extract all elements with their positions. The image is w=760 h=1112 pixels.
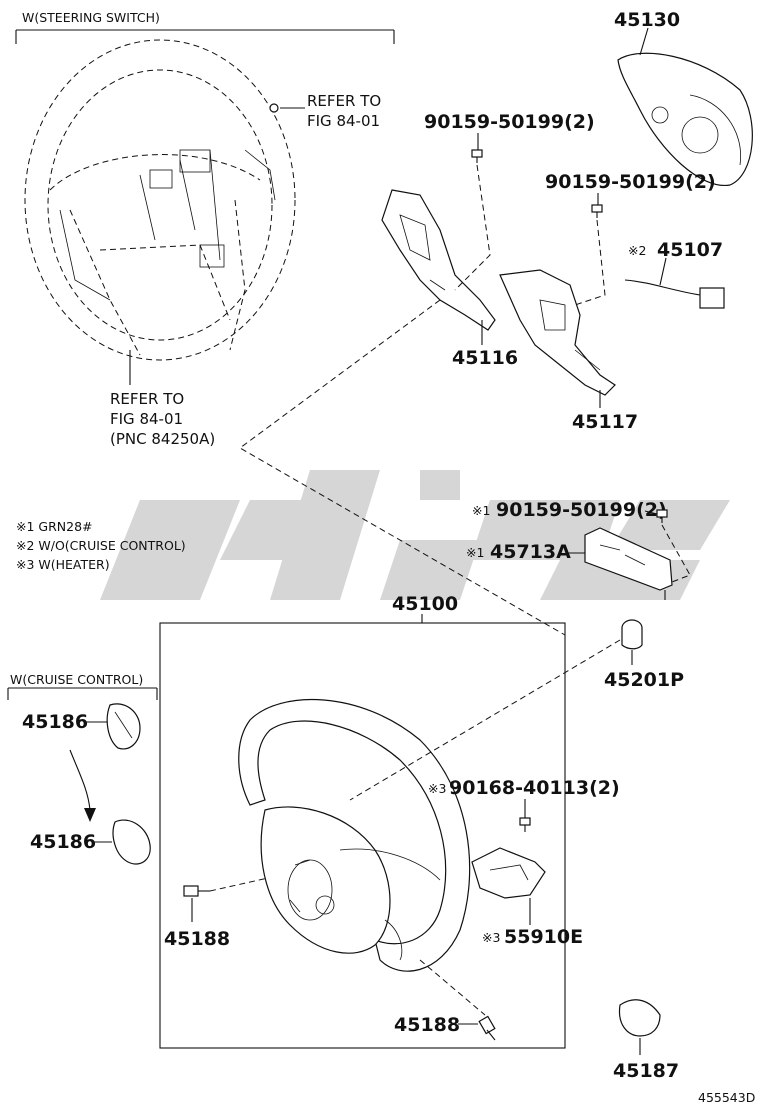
leader-line — [644, 510, 658, 515]
dashed-leader — [454, 164, 491, 291]
refer-to-label-2: REFER TO — [110, 390, 184, 408]
part-number-45107: 45107 — [657, 239, 723, 261]
cruise-control-bracket — [7, 687, 158, 700]
dashed-leader — [574, 219, 606, 306]
screw-icon — [471, 149, 483, 163]
steering-wheel-45100 — [238, 699, 471, 972]
dashed-leader — [419, 959, 486, 1016]
part-number-90159-a: 90159-50199(2) — [424, 111, 595, 133]
part-number-45187: 45187 — [613, 1060, 679, 1082]
part-number-90159-b: 90159-50199(2) — [545, 171, 716, 193]
arrow-head-icon — [84, 808, 96, 822]
note-mark-45713A: ※1 — [466, 545, 484, 560]
steering-wheel-assembly-box — [159, 622, 566, 1049]
steering-wheel-reference-drawing — [24, 39, 296, 361]
part-number-45713A: 45713A — [490, 541, 571, 563]
screw-45188-a — [183, 885, 210, 897]
steering-switch-bracket — [15, 29, 395, 44]
cruise-switch-45186-a — [106, 703, 141, 750]
part-number-45188-b: 45188 — [394, 1014, 460, 1036]
fig-ref-label-1: FIG 84-01 — [307, 112, 380, 130]
part-number-45188-a: 45188 — [164, 928, 230, 950]
nut-45201P — [621, 619, 643, 650]
part-number-45186-a: 45186 — [22, 711, 88, 733]
screw-45188-b — [478, 1015, 496, 1041]
part-number-45100: 45100 — [392, 593, 458, 615]
document-id: 455543D — [698, 1090, 755, 1105]
switch-module-45713A — [584, 527, 673, 600]
part-number-45130: 45130 — [614, 9, 680, 31]
note-mark-90168: ※3 — [428, 781, 446, 796]
screw-icon — [519, 817, 531, 832]
steering-switch-45117 — [499, 269, 616, 396]
refer-to-label-1: REFER TO — [307, 92, 381, 110]
part-number-45201P: 45201P — [604, 669, 684, 691]
dashed-leader — [209, 877, 269, 892]
cruise-switch-45186-b — [112, 819, 151, 865]
note-3: ※3 W(HEATER) — [16, 557, 110, 572]
note-mark-90159-c: ※1 — [472, 503, 490, 518]
cruise-control-header: W(CRUISE CONTROL) — [10, 672, 143, 687]
part-number-55910E: 55910E — [504, 926, 583, 948]
part-number-90159-c: 90159-50199(2) — [496, 499, 667, 521]
steering-switch-header: W(STEERING SWITCH) — [22, 10, 160, 25]
part-number-45117: 45117 — [572, 411, 638, 433]
note-2: ※2 W/O(CRUISE CONTROL) — [16, 538, 186, 553]
steering-switch-45116 — [381, 189, 496, 331]
part-number-45116: 45116 — [452, 347, 518, 369]
part-number-45186-b: 45186 — [30, 831, 96, 853]
dashed-leader — [349, 639, 621, 801]
fig-ref-label-2: FIG 84-01 — [110, 410, 183, 428]
bolt-icon — [269, 103, 279, 113]
leader-line — [639, 27, 649, 56]
dashed-leader — [239, 299, 566, 636]
wire-harness-45107 — [624, 279, 725, 309]
leader-line — [659, 257, 667, 286]
part-number-90168: 90168-40113(2) — [449, 777, 620, 799]
dashed-leader — [661, 524, 691, 583]
note-1: ※1 GRN28# — [16, 519, 93, 534]
watermark-logo — [100, 470, 730, 600]
steering-pad-cover-45130 — [617, 52, 753, 186]
screw-icon — [656, 509, 668, 523]
pnc-ref-label: (PNC 84250A) — [110, 430, 215, 448]
cap-45187 — [618, 999, 661, 1037]
heater-bracket-55910E — [471, 847, 546, 899]
screw-icon — [591, 204, 603, 218]
note-mark-55910E: ※3 — [482, 930, 500, 945]
note-mark-45107: ※2 — [628, 243, 646, 258]
arrow-indicator — [69, 749, 91, 811]
